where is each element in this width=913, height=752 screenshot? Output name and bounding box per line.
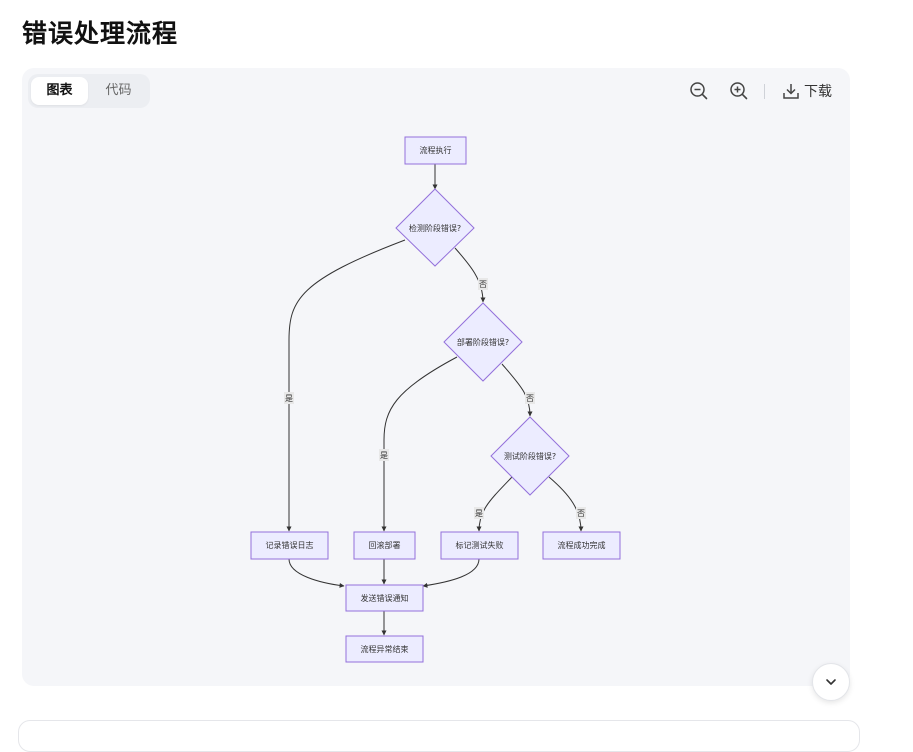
node-mark-label: 标记测试失败 [456,540,504,550]
toolbar-divider [764,84,765,99]
edge-label-bg [474,507,484,519]
edge-detect-deploy [454,247,486,303]
edge-deploy-rollback [381,356,458,532]
zoom-in-icon[interactable] [729,81,749,105]
node-rollback [353,531,416,560]
flowchart: 否 是 否 是 是 否 流程执行 检测阶段错误? 部署阶段错误? 测试阶段错误?… [250,136,621,663]
edge-test-mark [476,476,513,532]
node-success-label: 流程成功完成 [558,540,606,550]
edge-log-notify [288,558,345,588]
node-deploy [443,302,523,382]
page-title: 错误处理流程 [22,19,179,48]
node-start-label: 流程执行 [420,145,452,155]
edge-label-bg [478,278,488,290]
node-end [345,635,424,663]
edge-detect-log [286,239,406,532]
node-log [250,531,329,560]
edge-deploy-test [501,363,533,417]
node-deploy-label: 部署阶段错误? [457,337,509,347]
tab-chart[interactable]: 图表 [31,77,88,105]
node-mark [440,531,519,560]
node-detect [395,188,475,267]
edge-label-test-yes: 是 [475,509,483,518]
node-test [490,416,570,496]
node-rollback-label: 回滚部署 [369,540,401,550]
edge-test-success [548,476,584,532]
node-success [542,531,621,560]
node-detect-label: 检测阶段错误? [409,223,461,233]
zoom-out-icon[interactable] [689,81,709,105]
node-start [404,136,467,165]
edge-label-bg [576,507,586,519]
next-content-card [18,720,860,752]
tab-code[interactable]: 代码 [105,83,132,98]
edge-label-bg [525,392,535,404]
scroll-down-button[interactable] [812,663,850,701]
node-test-label: 测试阶段错误? [504,451,556,461]
edge-label-detect-yes: 是 [285,394,293,403]
node-end-label: 流程异常结束 [361,644,409,654]
download-button[interactable]: 下载 [782,80,832,102]
chevron-down-icon [826,679,836,685]
edge-label-deploy-yes: 是 [380,451,388,460]
edge-mark-notify [422,558,480,588]
edge-label-bg [284,392,294,404]
edge-label-deploy-no: 否 [526,394,534,403]
download-icon [783,84,799,99]
download-label: 下载 [804,84,832,100]
node-notify-label: 发送错误通知 [361,593,409,603]
node-notify [345,584,424,612]
node-log-label: 记录错误日志 [266,540,314,550]
edge-label-test-no: 否 [577,509,585,518]
edge-label-detect-no: 否 [479,280,487,289]
view-tabs: 图表 代码 [28,74,150,108]
diagram-panel [22,68,850,686]
edge-label-bg [379,449,389,461]
